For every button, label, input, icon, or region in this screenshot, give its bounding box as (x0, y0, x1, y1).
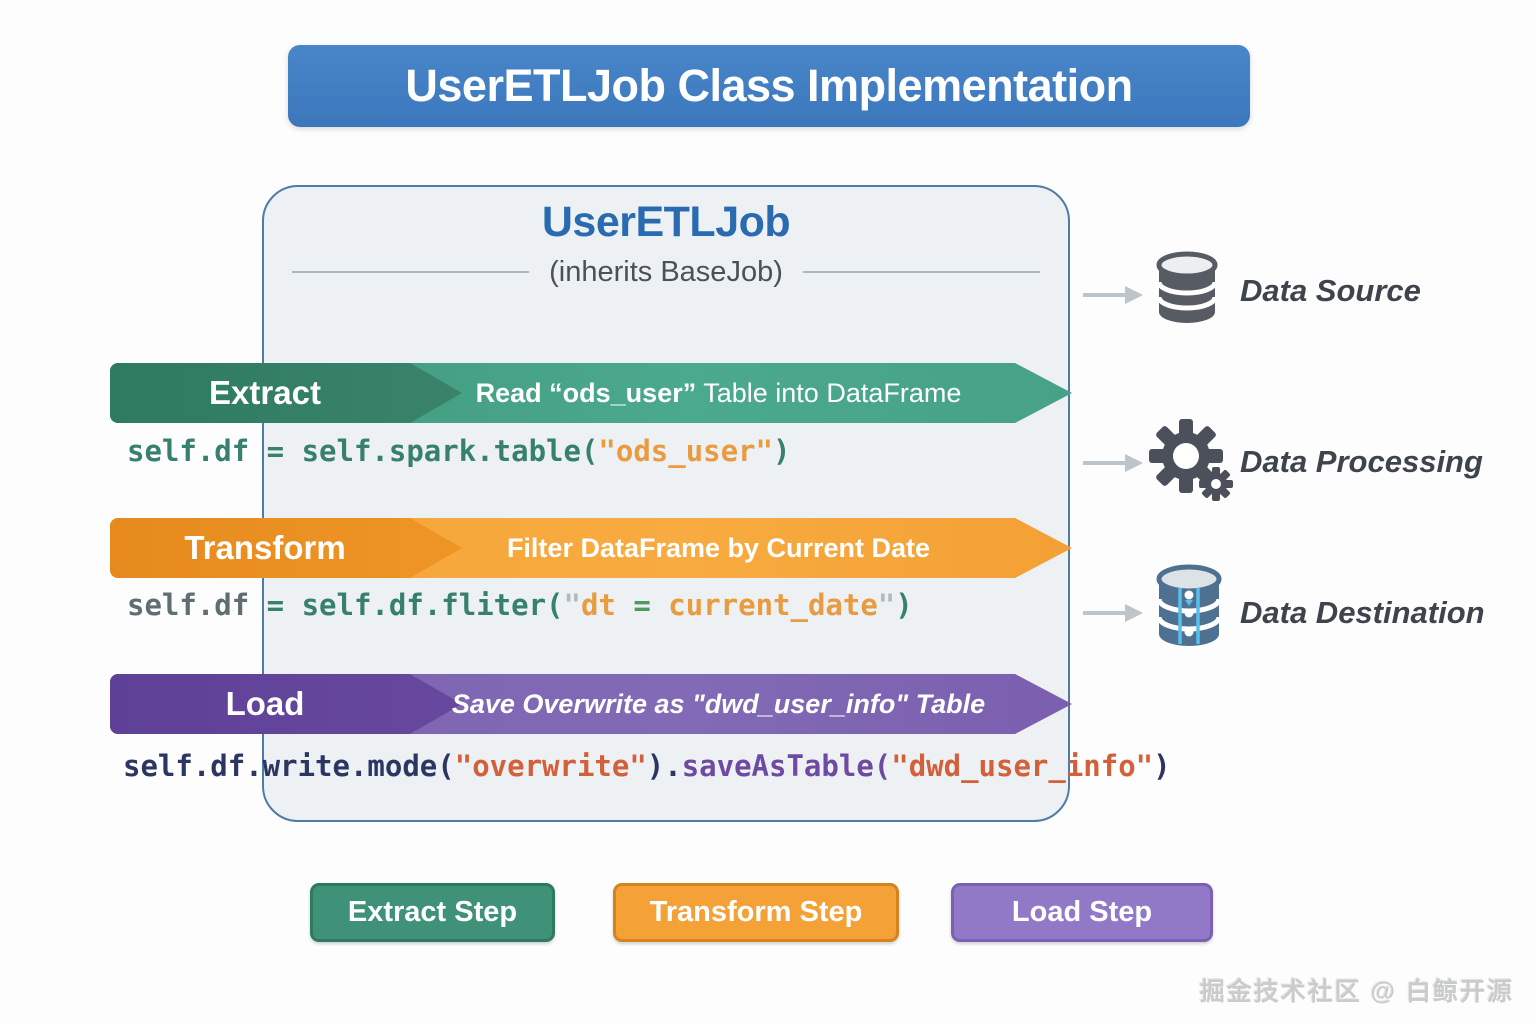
page-title: UserETLJob Class Implementation (405, 60, 1133, 111)
transform-banner-label: Transform (184, 529, 346, 566)
class-subtitle-row: (inherits BaseJob) (292, 252, 1040, 292)
code-token: ) (895, 588, 913, 622)
subtitle-divider-left (292, 271, 530, 273)
code-string: "overwrite" (454, 749, 647, 783)
class-title: UserETLJob (541, 198, 791, 246)
code-token: ). (646, 749, 682, 783)
load-banner-label: Load (225, 685, 305, 722)
flow-arrow-icon (1083, 286, 1143, 304)
database-icon (1156, 251, 1218, 323)
code-token: self.df (127, 588, 250, 622)
title-banner: UserETLJob Class Implementation (288, 45, 1250, 127)
code-token: self.df.write.mode( (123, 749, 455, 783)
extract-banner-label: Extract (209, 374, 321, 411)
load-code-line: self.df.write.mode("overwrite").saveAsTa… (123, 749, 1171, 783)
data-processing-label: Data Processing (1240, 444, 1483, 479)
transform-step-banner: Transform Filter DataFrame by Current Da… (110, 518, 1072, 578)
code-string: current_date (668, 588, 878, 622)
code-token: ) (773, 434, 791, 468)
database-destination-icon (1156, 564, 1222, 646)
code-quote: " (877, 588, 896, 622)
flow-arrow-icon (1083, 604, 1143, 622)
data-destination-label: Data Destination (1240, 595, 1485, 630)
extract-banner-description: Read “ods_user” Table into DataFrame (440, 363, 997, 423)
code-token: = self.df.fliter( (249, 588, 564, 622)
extract-banner-chevron (110, 363, 462, 423)
transform-code-line: self.df = self.df.fliter("dt = current_d… (127, 588, 913, 622)
subtitle-divider-right (802, 271, 1040, 273)
code-token: self.df = self.spark.table( (127, 434, 599, 468)
code-token: saveAsTable( (681, 749, 892, 783)
load-step-banner: Load Save Overwrite as "dwd_user_info" T… (110, 674, 1072, 734)
code-quote: " (563, 588, 581, 622)
transform-banner-chevron (110, 518, 462, 578)
load-banner-chevron (110, 674, 462, 734)
gear-icon (1149, 419, 1233, 501)
watermark: 掘金技术社区 @ 白鲸开源 (1199, 978, 1514, 1006)
code-operator: = (615, 588, 669, 622)
code-string: "dwd_user_info" (891, 749, 1154, 783)
code-string: dt (580, 588, 616, 622)
transform-banner-description: Filter DataFrame by Current Date (506, 532, 931, 563)
extract-desc-rest: Table into DataFrame (696, 377, 962, 408)
code-token: ) (1153, 749, 1171, 783)
transform-step-button[interactable]: Transform Step (613, 883, 899, 942)
extract-desc-bold: Read “ods_user” (475, 377, 697, 408)
flow-arrow-icon (1083, 454, 1143, 472)
load-banner-description: Save Overwrite as "dwd_user_info" Table (451, 688, 986, 719)
class-subtitle: (inherits BaseJob) (549, 255, 783, 288)
load-step-button[interactable]: Load Step (951, 883, 1213, 942)
extract-step-button[interactable]: Extract Step (310, 883, 555, 942)
data-source-label: Data Source (1240, 273, 1421, 308)
code-string: "ods_user" (598, 434, 774, 468)
extract-step-banner: Extract Read “ods_user” Table into DataF… (110, 363, 1072, 423)
extract-code-line: self.df = self.spark.table("ods_user") (127, 434, 790, 468)
